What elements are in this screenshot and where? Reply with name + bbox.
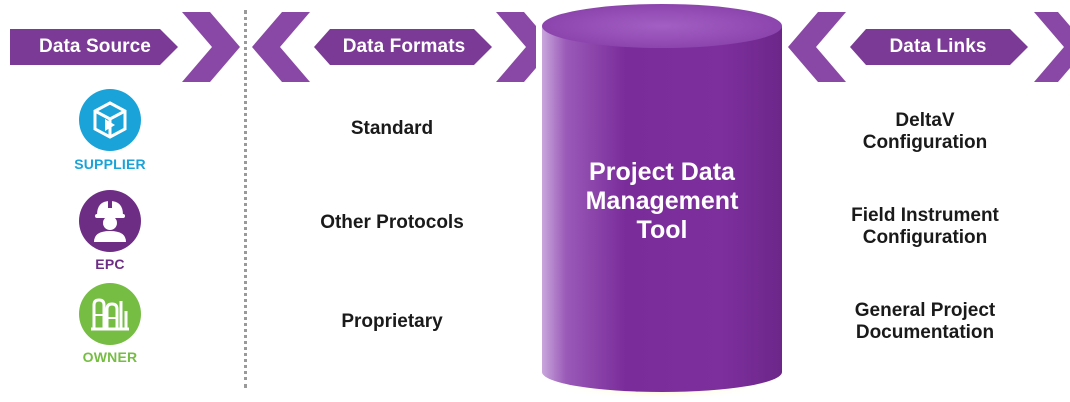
data-source-banner: Data Source [0, 12, 240, 82]
data-links-banner-shape [788, 12, 1070, 82]
data-source-label: Data Source [39, 36, 151, 57]
link-general-project-documentation: General Project Documentation [800, 300, 1050, 344]
link-deltav-configuration: DeltaV Configuration [800, 110, 1050, 154]
format-other-protocols: Other Protocols [320, 212, 464, 233]
supplier-box-icon [79, 89, 141, 151]
link-deltav-line-2: Configuration [862, 132, 988, 153]
format-proprietary: Proprietary [341, 311, 443, 332]
data-formats-banner: Data Formats [252, 12, 536, 82]
link-deltav-line-1: DeltaV [895, 110, 955, 131]
supplier-label: SUPPLIER [74, 156, 146, 172]
data-links-label: Data Links [889, 36, 987, 57]
cylinder-title-line-2: Management [585, 187, 739, 215]
owner-label: OWNER [82, 349, 138, 365]
section-divider [244, 10, 247, 388]
link-general-project-line-2: Documentation [855, 322, 995, 343]
cylinder-title-line-1: Project Data [589, 158, 735, 186]
link-field-instrument-line-1: Field Instrument [851, 205, 999, 226]
link-field-instrument-line-2: Configuration [862, 227, 988, 248]
cylinder-title: Project Data Management Tool [548, 158, 776, 245]
data-source-banner-shape [10, 12, 240, 82]
data-formats-banner-shape [252, 12, 536, 82]
link-field-instrument-configuration: Field Instrument Configuration [800, 205, 1050, 249]
refinery-plant-icon [79, 283, 141, 345]
hardhat-worker-icon [79, 190, 141, 252]
cylinder-title-line-3: Tool [636, 216, 688, 244]
epc-label: EPC [95, 256, 125, 272]
project-data-cylinder [542, 4, 782, 400]
format-standard: Standard [350, 118, 434, 139]
data-links-banner: Data Links [788, 12, 1070, 82]
link-general-project-line-1: General Project [854, 300, 996, 321]
data-formats-label: Data Formats [342, 36, 466, 57]
